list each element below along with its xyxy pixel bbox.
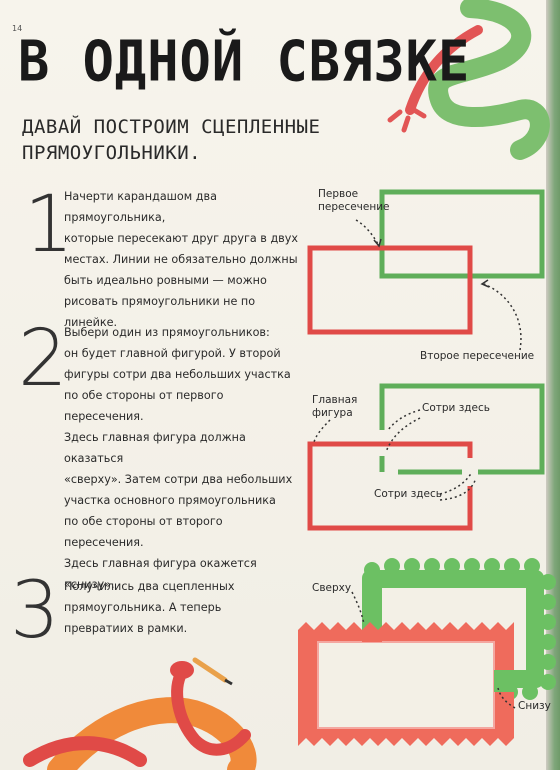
page-title: В ОДНОЙ СВЯЗКЕ xyxy=(18,29,471,95)
green-rectangle xyxy=(379,189,545,279)
label-erase-here-top: Сотри здесь xyxy=(422,402,490,414)
label-erase-here-bottom: Сотри здесь xyxy=(374,488,442,500)
step-3-number: 3 xyxy=(10,566,60,656)
step-3-text: Получились два сцепленных прямоугольника… xyxy=(64,580,235,635)
red-rectangle xyxy=(307,245,473,335)
page-subtitle: ДАВАЙ ПОСТРОИМ СЦЕПЛЕННЫЕ ПРЯМОУГОЛЬНИКИ… xyxy=(22,116,321,164)
label-second-intersection: Второе пересечение xyxy=(420,350,535,362)
label-top: Сверху xyxy=(312,582,352,594)
label-main-figure: Главная фигура xyxy=(312,394,358,419)
label-bottom: Снизу xyxy=(518,700,551,712)
label-first-intersection: Первое пересечение xyxy=(318,188,390,213)
step-2-text: Выбери один из прямоугольников: он будет… xyxy=(64,326,293,591)
step-1-text: Начерти карандашом два прямоугольника, к… xyxy=(64,190,299,329)
step-1-number: 1 xyxy=(24,180,74,270)
page-number: 14 xyxy=(12,24,23,33)
step-2-number: 2 xyxy=(18,314,68,404)
